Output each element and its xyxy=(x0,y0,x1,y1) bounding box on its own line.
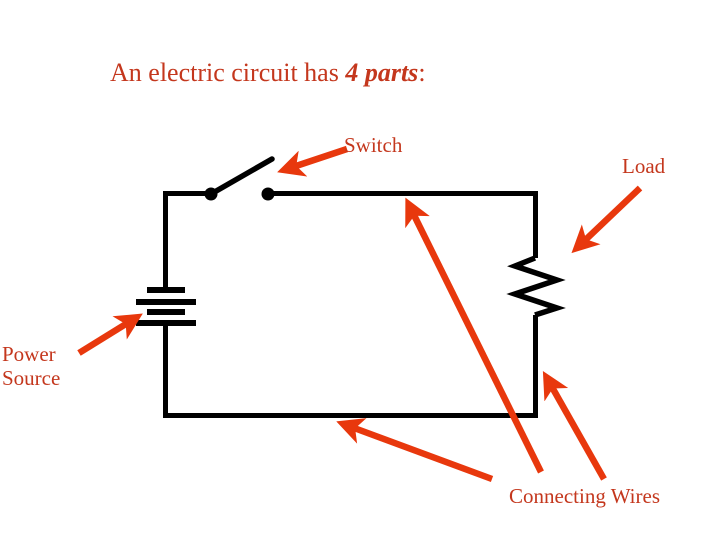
label-power-source-line2: Source xyxy=(2,365,61,390)
arrow-to-bottom-wire xyxy=(336,418,494,483)
switch-terminal-left xyxy=(204,187,218,201)
resistor-symbol[interactable] xyxy=(506,255,566,318)
label-power-source-line1: Power xyxy=(2,342,56,366)
connecting-wires-group xyxy=(163,191,538,418)
switch-lever xyxy=(208,156,275,197)
page-title-prefix: An electric circuit has xyxy=(110,58,346,87)
page-title-emphasis: 4 parts xyxy=(345,58,419,87)
switch-terminal-right xyxy=(261,187,275,201)
label-switch: Switch xyxy=(344,133,403,157)
battery-symbol[interactable] xyxy=(136,287,196,326)
annotation-arrows xyxy=(77,145,643,483)
switch-symbol[interactable] xyxy=(204,156,275,201)
label-connecting-wires: Connecting Wires xyxy=(509,484,660,508)
arrow-to-power-source xyxy=(77,313,143,356)
arrow-to-top-wire xyxy=(405,197,544,474)
arrow-to-load xyxy=(571,185,643,254)
arrow-to-right-wire xyxy=(542,370,607,481)
arrow-to-switch xyxy=(277,145,349,177)
label-load: Load xyxy=(622,154,666,178)
page-title-suffix: : xyxy=(418,58,426,87)
page-title: An electric circuit has 4 parts: xyxy=(110,58,426,87)
resistor-zigzag xyxy=(506,255,566,318)
